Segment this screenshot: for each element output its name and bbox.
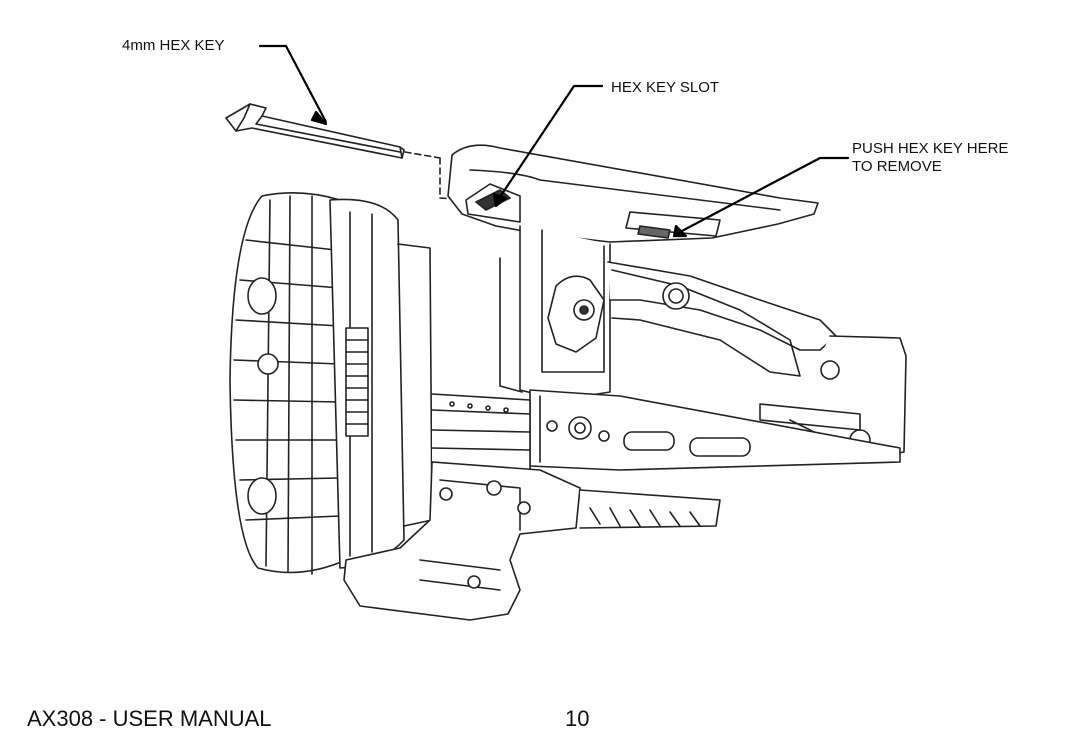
hex-key-leader <box>258 44 328 124</box>
push-label-line2: TO REMOVE <box>852 158 942 175</box>
hex-key-label: 4mm HEX KEY <box>122 37 225 54</box>
footer-page-number: 10 <box>565 706 590 731</box>
rail-illustration <box>431 393 531 471</box>
hex-key-illustration <box>225 103 441 159</box>
hex-key-slot-label: HEX KEY SLOT <box>611 79 720 96</box>
slot-leader <box>496 84 604 202</box>
recoil-pad-illustration <box>229 192 433 575</box>
push-hex-key-label: PUSH HEX KEY HERE TO REMOVE <box>852 140 1008 176</box>
leader-lines <box>258 44 850 238</box>
top-plate-illustration <box>439 144 819 243</box>
push-leader <box>678 156 850 234</box>
push-label-line1: PUSH HEX KEY HERE <box>852 140 1009 157</box>
frame-illustration <box>499 225 907 471</box>
lower-block-illustration <box>343 461 721 621</box>
footer-manual-title: AX308 - USER MANUAL <box>27 706 272 731</box>
